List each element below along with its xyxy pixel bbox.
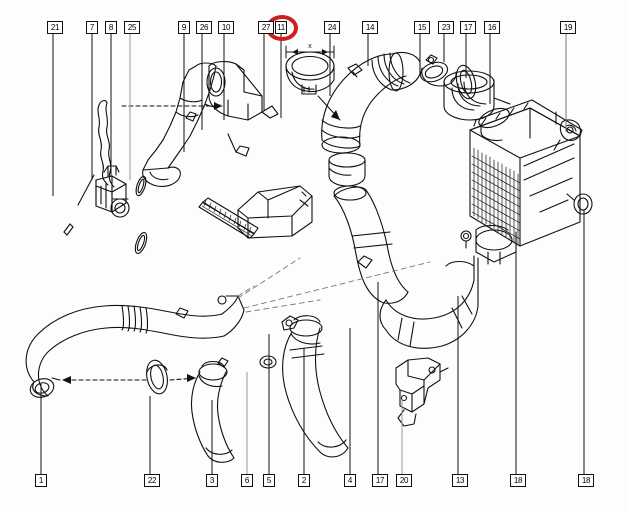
- part-charge-pipe-4: [333, 185, 409, 304]
- callout-1-bottom[interactable]: 1: [35, 474, 47, 487]
- callout-4-bottom[interactable]: 4: [344, 474, 356, 487]
- part-duct-box-center: [237, 185, 313, 239]
- callout-16-top[interactable]: 16: [484, 21, 500, 34]
- callout-6-bottom[interactable]: 6: [241, 474, 253, 487]
- part-clamp-15: [419, 54, 457, 87]
- callout-18-bottom[interactable]: 18: [578, 474, 594, 487]
- callout-9-top[interactable]: 9: [178, 21, 190, 34]
- part-grille-strip: [198, 197, 259, 239]
- callout-21-top[interactable]: 21: [47, 21, 63, 34]
- callout-23-top[interactable]: 23: [438, 21, 454, 34]
- part-plug-18-right: [566, 193, 593, 215]
- part-stud-lower-left: [63, 223, 74, 236]
- callout-10-top[interactable]: 10: [218, 21, 234, 34]
- part-seal-ring-lower: [134, 231, 148, 255]
- callout-18-bottom[interactable]: 18: [510, 474, 526, 487]
- part-elbow-pipe-lower-right: [379, 255, 479, 349]
- part-ring-23: [455, 64, 477, 100]
- callout-22-bottom[interactable]: 22: [144, 474, 160, 487]
- callout-17-bottom[interactable]: 17: [372, 474, 388, 487]
- part-fastener-17-upper: [460, 230, 472, 249]
- part-grommet-6: [259, 355, 277, 369]
- part-hose-clamp-11: [285, 51, 335, 95]
- part-turbo-inlet-elbow-14: [321, 51, 421, 154]
- part-grommet-19: [553, 119, 581, 151]
- part-sensor-block-7-8: [95, 165, 130, 218]
- part-lower-hose-3: [190, 357, 235, 463]
- callout-3-bottom[interactable]: 3: [206, 474, 218, 487]
- part-ring-22: [146, 359, 168, 395]
- part-intercooler-core: [469, 99, 583, 247]
- callout-14-top[interactable]: 14: [362, 21, 378, 34]
- callout-7-top[interactable]: 7: [86, 21, 98, 34]
- part-hose-end-connector: [217, 295, 245, 337]
- callout-11-top[interactable]: 11: [275, 21, 287, 34]
- svg-text:x: x: [308, 43, 312, 50]
- part-air-scoop-duct-9: [142, 62, 221, 187]
- part-breather-hose-21: [77, 100, 115, 206]
- callout-19-top[interactable]: 19: [560, 21, 576, 34]
- callout-26-top[interactable]: 26: [196, 21, 212, 34]
- part-bellows-hose-16: [443, 70, 511, 121]
- assembly-dashed-lines: [237, 257, 431, 313]
- part-intercooler-outlet-13: [475, 224, 517, 265]
- part-intercooler-inlet-neck: [478, 107, 510, 142]
- part-hose-2: [282, 315, 349, 458]
- callout-24-top[interactable]: 24: [324, 21, 340, 34]
- part-hose-stub-lower-elbow: [328, 152, 366, 187]
- callout-15-top[interactable]: 15: [414, 21, 430, 34]
- part-mounting-flange-10: [206, 61, 279, 157]
- part-seal-ring-25: [135, 175, 147, 197]
- callout-8-top[interactable]: 8: [105, 21, 117, 34]
- callout-2-bottom[interactable]: 2: [298, 474, 310, 487]
- callout-25-top[interactable]: 25: [124, 21, 140, 34]
- part-mounting-bracket-20: [395, 357, 449, 427]
- callout-20-bottom[interactable]: 20: [396, 474, 412, 487]
- part-main-intake-hose-1: [25, 304, 225, 398]
- callout-17-top[interactable]: 17: [460, 21, 476, 34]
- callout-13-bottom[interactable]: 13: [452, 474, 468, 487]
- callout-27-top[interactable]: 27: [258, 21, 274, 34]
- part-bracket-5: [281, 315, 299, 331]
- callout-5-bottom[interactable]: 5: [263, 474, 275, 487]
